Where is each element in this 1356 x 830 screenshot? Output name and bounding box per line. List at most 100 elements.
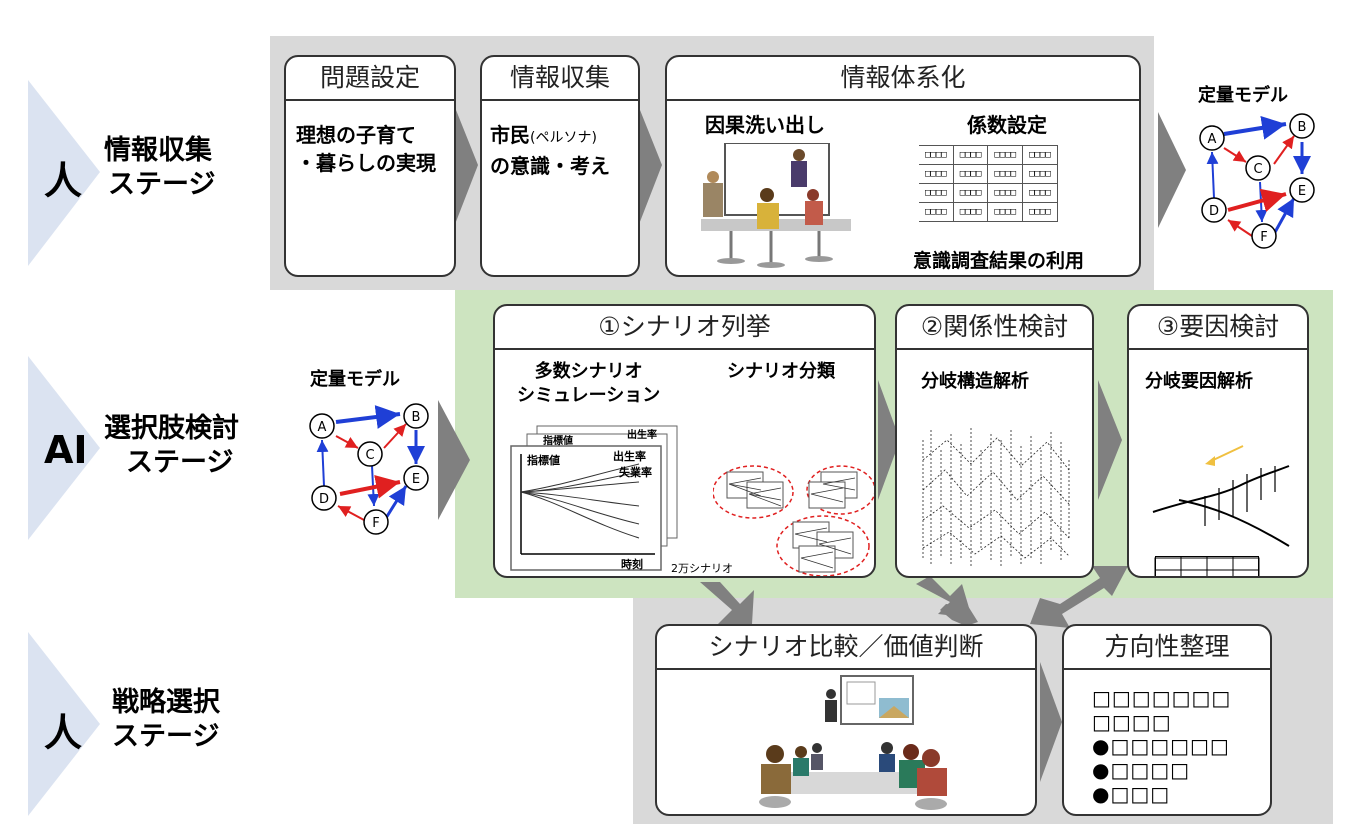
stage1-name-line2: ステージ <box>108 169 216 200</box>
causal-title: 因果洗い出し <box>705 113 825 137</box>
survey-label: 意識調査結果の利用 <box>913 250 1085 272</box>
svg-text:B: B <box>1298 120 1307 135</box>
model2-node-e: E <box>403 465 429 491</box>
meeting-illustration <box>701 143 851 268</box>
svg-text:C: C <box>1253 162 1262 177</box>
factor-table <box>1155 556 1259 576</box>
model1-node-c: C <box>1245 155 1271 181</box>
label-birth: 出生率 <box>613 449 646 463</box>
model2-node-b: B <box>403 403 429 429</box>
chevron-stage1 <box>28 80 100 266</box>
svg-text:C: C <box>365 448 374 463</box>
stage3-actor: 人 <box>44 711 83 755</box>
relation-title: 分岐構造解析 <box>921 371 1029 392</box>
svg-text:D: D <box>1209 204 1219 219</box>
multi-scenario-title: 多数シナリオ シミュレーション <box>517 360 660 408</box>
chevron-stage3 <box>28 632 100 816</box>
arrow-bidir-3 <box>1030 566 1128 628</box>
direction-line-3: ●□□□□□□ <box>1092 734 1230 758</box>
stage2-name-line1: 選択肢検討 <box>104 413 239 444</box>
compare-header: シナリオ比較／価値判断 <box>657 626 1035 670</box>
stage1-actor: 人 <box>44 159 83 203</box>
model2-title: 定量モデル <box>310 369 400 390</box>
stage-chevrons <box>28 80 100 816</box>
model1-node-b: B <box>1289 113 1315 139</box>
arrow-7 <box>878 380 900 500</box>
arrow-1 <box>452 100 478 232</box>
svg-text:F: F <box>372 516 379 531</box>
direction-line-2: □□□□ <box>1092 710 1172 734</box>
model1-title: 定量モデル <box>1198 85 1288 106</box>
model2-node-f: F <box>363 509 389 535</box>
arrow-4 <box>1158 112 1186 228</box>
collect-line1b: (ペルソナ) <box>530 130 597 146</box>
compare-card: シナリオ比較／価値判断 <box>655 624 1037 816</box>
label-indicator-back: 指標値 <box>543 434 573 447</box>
svg-text:D: D <box>319 492 329 507</box>
direction-line-4: ●□□□□ <box>1092 758 1191 782</box>
system-header: 情報体系化 <box>667 57 1139 101</box>
multi-scenario-line1: 多数シナリオ <box>534 361 643 382</box>
system-card: 情報体系化 因果洗い出し 係数設定 □□□□□□□□□□□□□□□□ □□□□□… <box>665 55 1141 277</box>
arrow-2 <box>636 100 662 232</box>
factor-header: ③要因検討 <box>1129 306 1307 350</box>
stage1-name-line1: 情報収集 <box>104 135 212 166</box>
branch-structure-plot <box>922 428 1070 566</box>
classify-title: シナリオ分類 <box>727 361 835 382</box>
svg-text:E: E <box>1298 184 1306 199</box>
label-count: 2万シナリオ <box>671 562 733 575</box>
arrow-8 <box>1098 380 1122 500</box>
direction-list: □□□□□□□ □□□□ ●□□□□□□ ●□□□□ ●□□□ <box>1064 670 1270 806</box>
relation-header: ②関係性検討 <box>897 306 1092 350</box>
label-time: 時刻 <box>621 557 643 571</box>
model1-node-d: D <box>1201 197 1227 223</box>
svg-text:A: A <box>318 420 327 435</box>
scenario-clusters <box>713 465 874 576</box>
coeff-title: 係数設定 <box>967 113 1047 137</box>
model1-node-e: E <box>1289 177 1315 203</box>
model1-graph: A B C D E F <box>1199 113 1315 249</box>
problem-header: 問題設定 <box>286 57 454 101</box>
coeff-table: □□□□□□□□□□□□□□□□ □□□□□□□□□□□□□□□□ □□□□□□… <box>919 145 1058 222</box>
model1-node-f: F <box>1251 223 1277 249</box>
direction-header: 方向性整理 <box>1064 626 1270 670</box>
model2-node-d: D <box>311 485 337 511</box>
collect-header: 情報収集 <box>482 57 638 101</box>
stage3-name-line2: ステージ <box>112 721 220 752</box>
stage2-actor: AI <box>44 428 88 472</box>
svg-text:A: A <box>1208 132 1217 147</box>
collect-line2: の意識・考え <box>490 154 610 178</box>
model1-node-a: A <box>1199 125 1225 151</box>
label-unemp: 失業率 <box>619 465 652 479</box>
stage3-name: 戦略選択 ステージ <box>112 686 220 754</box>
label-birth-back: 出生率 <box>627 428 657 441</box>
svg-text:E: E <box>412 472 420 487</box>
direction-line-1: □□□□□□□ <box>1092 686 1232 710</box>
collect-line1a: 市民 <box>490 123 530 147</box>
factor-title: 分岐要因解析 <box>1145 371 1253 392</box>
arrow-down-1 <box>700 582 754 624</box>
chevron-stage2 <box>28 356 100 540</box>
collect-card: 情報収集 市民(ペルソナ) の意識・考え <box>480 55 640 277</box>
model2-graph: A B C D E F <box>309 403 429 535</box>
direction-card: 方向性整理 □□□□□□□ □□□□ ●□□□□□□ ●□□□□ ●□□□ <box>1062 624 1272 816</box>
stage1-name: 情報収集 ステージ <box>104 134 215 202</box>
multi-scenario-line2: シミュレーション <box>517 385 661 406</box>
branch-factor-plot <box>1152 445 1290 576</box>
svg-text:F: F <box>1260 230 1267 245</box>
relation-card: ②関係性検討 分岐構造解析 <box>895 304 1094 578</box>
label-indicator: 指標値 <box>527 453 560 467</box>
arrow-5 <box>438 400 470 520</box>
problem-card: 問題設定 理想の子育て ・暮らしの実現 <box>284 55 456 277</box>
scenario-card: ①シナリオ列挙 多数シナリオ シミュレーション シナリオ分類 指標値 指標値 出… <box>493 304 876 578</box>
arrow-bidir-2b <box>940 604 978 626</box>
presentation-illustration <box>759 675 947 810</box>
svg-text:B: B <box>412 410 421 425</box>
scenario-header: ①シナリオ列挙 <box>495 306 874 350</box>
problem-line1: 理想の子育て <box>296 123 416 147</box>
factor-card: ③要因検討 分岐要因解析 <box>1127 304 1309 578</box>
simulation-charts: 指標値 指標値 出生率 出生率 失業率 時刻 2万シナリオ <box>510 425 733 575</box>
arrow-9 <box>1040 662 1062 782</box>
stage2-name: 選択肢検討 ステージ <box>104 412 239 480</box>
stage3-name-line1: 戦略選択 <box>112 687 220 718</box>
